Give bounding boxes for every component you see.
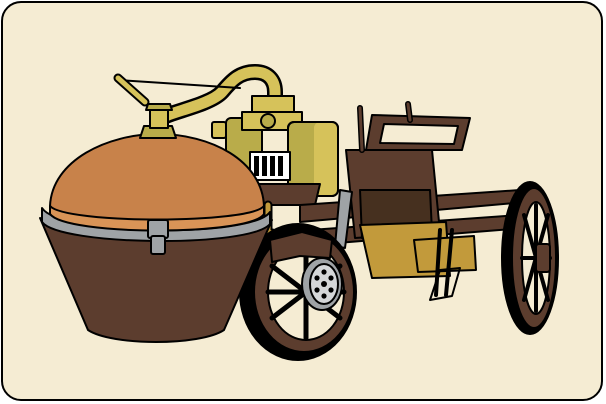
chassis	[299, 101, 527, 301]
boiler	[39, 103, 273, 343]
rear-wheel	[239, 223, 357, 361]
steam-pipe	[113, 64, 283, 126]
front-wheel	[501, 181, 559, 335]
